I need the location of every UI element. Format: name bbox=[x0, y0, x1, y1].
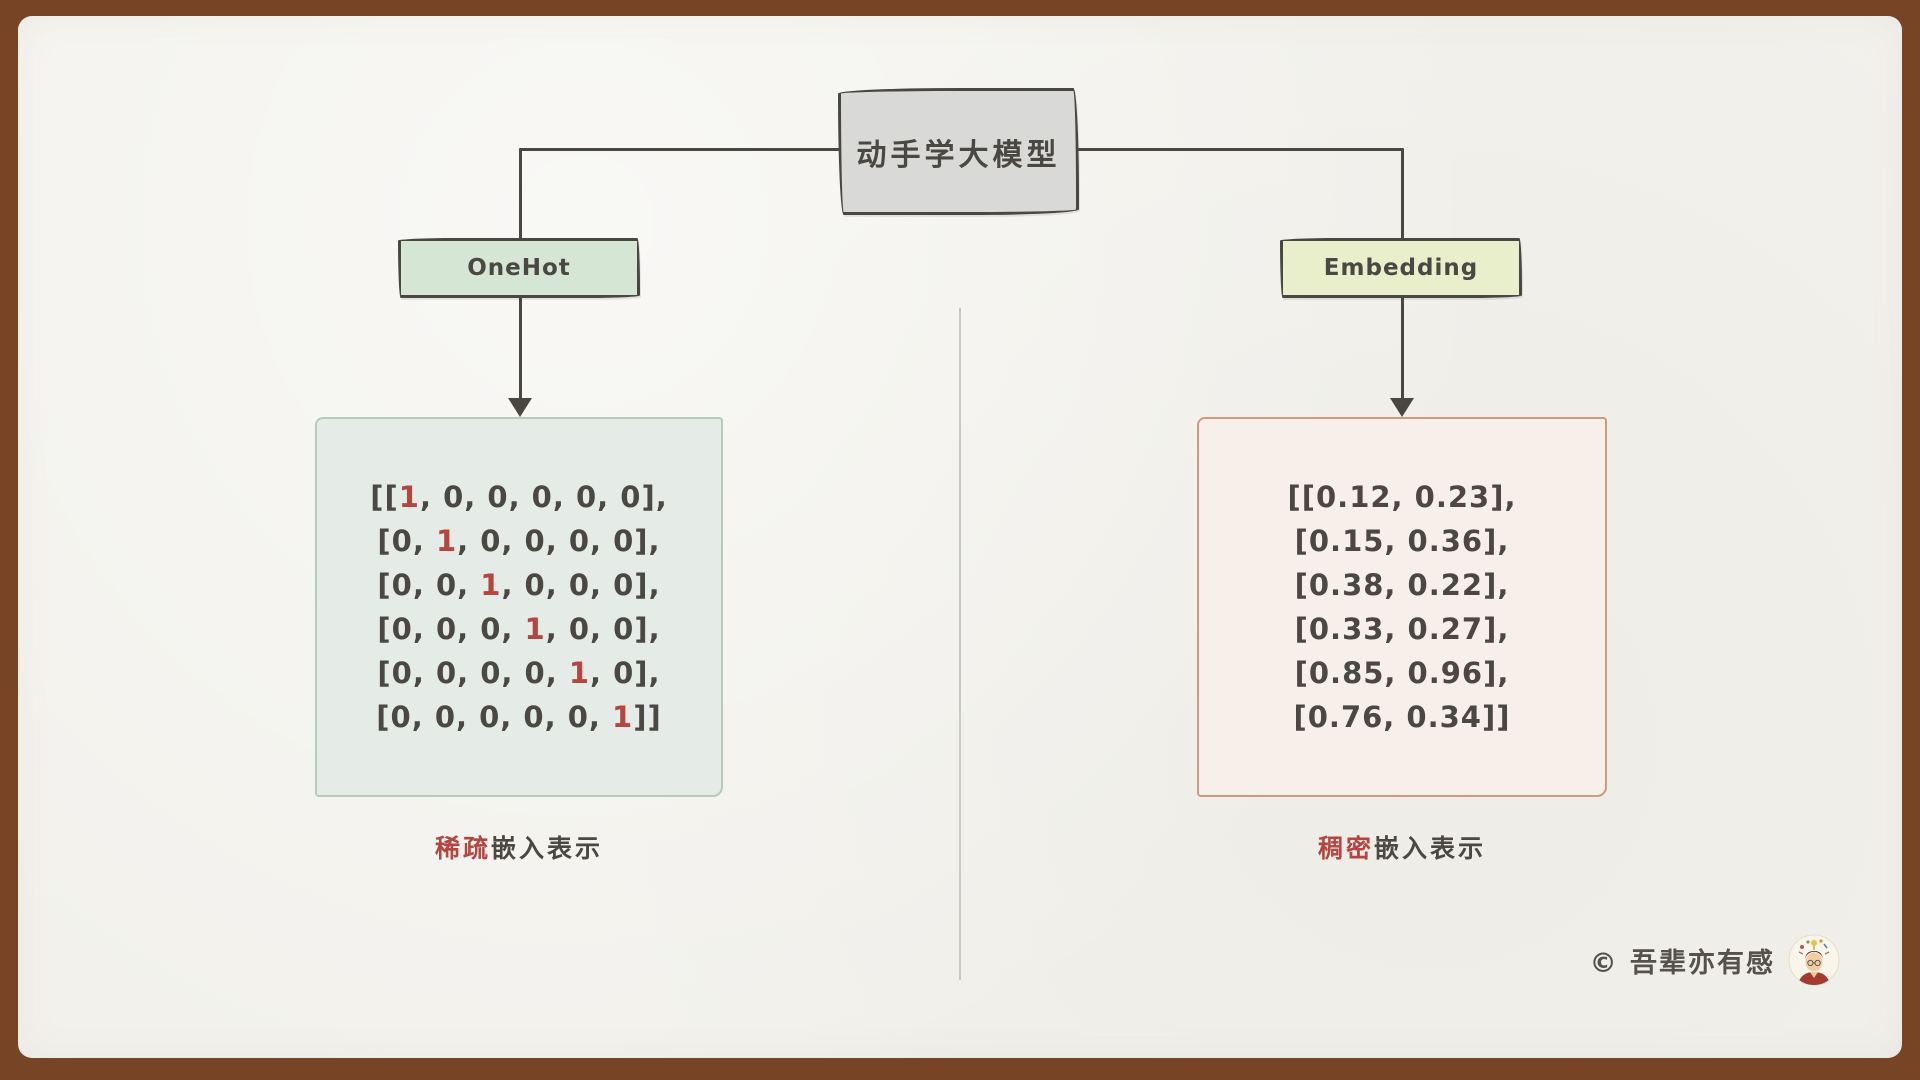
matrix-row: [0, 0, 0, 1, 0, 0], bbox=[377, 612, 661, 646]
matrix-row: [0, 0, 0, 0, 0, 1]] bbox=[376, 700, 662, 734]
matrix-row: [0.33, 0.27], bbox=[1294, 612, 1510, 646]
connector-right-horizontal bbox=[1078, 148, 1404, 151]
arrow-down-icon-left bbox=[508, 398, 532, 417]
hot-value: 1 bbox=[612, 700, 634, 734]
hot-value: 1 bbox=[480, 568, 502, 602]
root-node-label: 动手学大模型 bbox=[856, 137, 1061, 173]
matrix-row: [[1, 0, 0, 0, 0, 0], bbox=[370, 480, 668, 514]
matrix-row: [0, 1, 0, 0, 0, 0], bbox=[377, 524, 661, 558]
sparse-caption-highlight: 稀疏 bbox=[434, 834, 491, 863]
dense-caption: 稠密嵌入表示 bbox=[1197, 829, 1607, 863]
dense-caption-highlight: 稠密 bbox=[1317, 834, 1374, 863]
hot-value: 1 bbox=[398, 480, 420, 514]
sparse-caption-rest: 嵌入表示 bbox=[491, 834, 604, 863]
root-node-title: 动手学大模型 bbox=[838, 88, 1079, 215]
section-divider bbox=[959, 308, 961, 980]
hot-value: 1 bbox=[435, 524, 458, 558]
hot-value: 1 bbox=[568, 656, 591, 690]
matrix-row: [0.85, 0.96], bbox=[1294, 656, 1510, 690]
arrow-down-icon-right bbox=[1390, 398, 1414, 417]
sparse-matrix-panel: [[1, 0, 0, 0, 0, 0], [0, 1, 0, 0, 0, 0],… bbox=[315, 417, 723, 797]
matrix-row: [0.76, 0.34]] bbox=[1293, 700, 1511, 734]
author-avatar-icon bbox=[1788, 934, 1840, 986]
watermark: © 吾辈亦有感 bbox=[1540, 932, 1840, 988]
matrix-row: [0, 0, 0, 0, 1, 0], bbox=[377, 656, 661, 690]
matrix-row: [0, 0, 1, 0, 0, 0], bbox=[377, 568, 661, 602]
node-onehot: OneHot bbox=[398, 238, 640, 298]
embedding-label: Embedding bbox=[1323, 255, 1479, 281]
hot-value: 1 bbox=[524, 612, 546, 646]
watermark-text: © 吾辈亦有感 bbox=[1589, 947, 1775, 979]
matrix-row: [0.38, 0.22], bbox=[1294, 568, 1510, 602]
onehot-label: OneHot bbox=[467, 255, 571, 281]
dense-matrix-panel: [[0.12, 0.23], [0.15, 0.36], [0.38, 0.22… bbox=[1197, 417, 1607, 797]
matrix-row: [[0.12, 0.23], bbox=[1287, 480, 1517, 514]
connector-left-horizontal bbox=[519, 148, 841, 151]
matrix-row: [0.15, 0.36], bbox=[1294, 524, 1510, 558]
dense-caption-rest: 嵌入表示 bbox=[1374, 834, 1487, 863]
sparse-caption: 稀疏嵌入表示 bbox=[315, 829, 723, 863]
node-embedding: Embedding bbox=[1280, 238, 1522, 298]
